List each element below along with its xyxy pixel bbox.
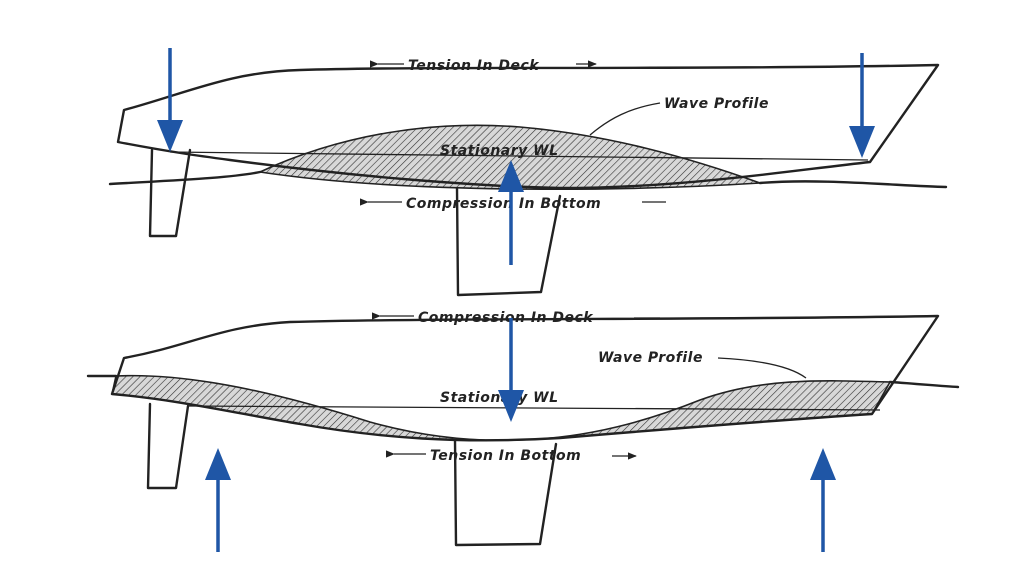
waterline-label-bottom: Stationary WL — [440, 390, 559, 406]
wave-label-top: Wave Profile — [664, 96, 769, 112]
wave-profile-line-top — [108, 170, 948, 189]
hull-outline-top — [116, 63, 940, 190]
wave-profile-line-bottom — [86, 374, 960, 389]
deck-label-bottom: Compression In Deck — [418, 310, 594, 326]
bottom-label-bottom: Tension In Bottom — [430, 448, 581, 464]
buoyancy-arrow-up-top — [498, 160, 524, 265]
sagging-panel: Compression In Deck Wave Profile Station… — [86, 310, 960, 552]
wave-label-bottom: Wave Profile — [598, 350, 703, 366]
deck-label-top: Tension In Deck — [408, 58, 540, 74]
wave-leader-bottom — [717, 357, 807, 379]
load-arrow-down-mid-bottom — [498, 318, 524, 422]
hogging-panel: Tension In Deck Wave Profile Stationary … — [108, 48, 948, 297]
stationary-waterline-bottom — [187, 405, 881, 411]
hull-outline-bottom — [110, 314, 940, 442]
rudder-top — [148, 148, 192, 238]
load-arrow-down-stern-top — [849, 53, 875, 158]
keel-top — [455, 186, 562, 297]
wave-leader-top — [589, 102, 661, 136]
stationary-waterline-top — [169, 151, 869, 161]
load-arrow-down-bow-top — [157, 48, 183, 152]
waterline-label-top: Stationary WL — [440, 143, 559, 159]
hog-hatched-region — [257, 124, 761, 190]
bottom-label-top: Compression In Bottom — [406, 196, 601, 212]
keel-bottom — [453, 438, 558, 547]
rudder-bottom — [146, 402, 190, 490]
buoyancy-arrow-up-bow-bottom — [205, 448, 231, 552]
buoyancy-arrow-up-stern-bottom — [810, 448, 836, 552]
